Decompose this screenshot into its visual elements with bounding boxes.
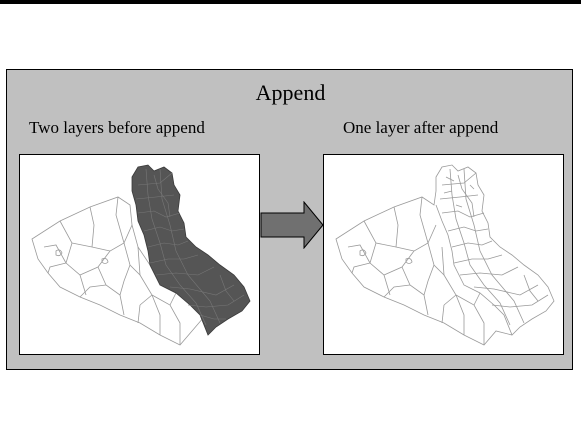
after-map <box>323 154 564 355</box>
after-caption: One layer after append <box>343 118 499 137</box>
before-map <box>19 154 260 355</box>
before-map-graphic <box>31 164 251 346</box>
light-layer <box>31 196 205 346</box>
diagram-title: Append <box>255 80 326 105</box>
merged-layer <box>335 164 555 346</box>
append-arrow <box>260 201 324 249</box>
append-diagram-panel: Append Two layers before append One laye… <box>6 69 573 370</box>
after-map-graphic <box>335 164 555 346</box>
before-caption: Two layers before append <box>29 118 205 137</box>
top-rule <box>0 0 581 4</box>
dark-layer <box>131 164 251 336</box>
